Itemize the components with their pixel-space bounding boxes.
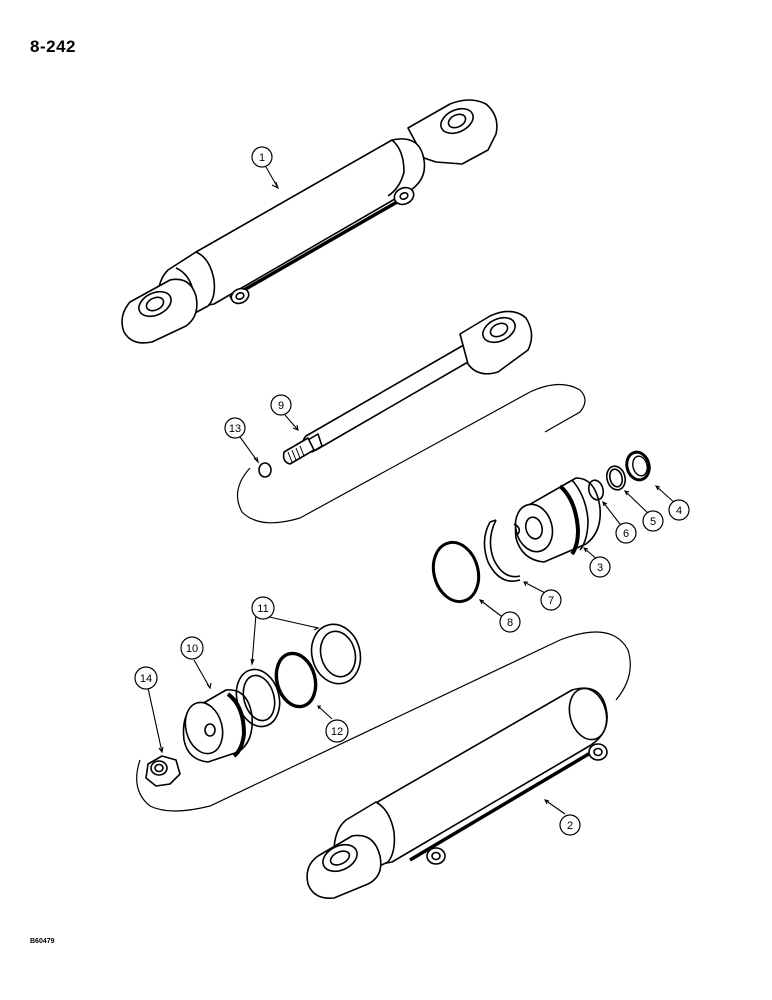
lock-nut-part-14 [145, 755, 181, 787]
svg-text:3: 3 [597, 562, 603, 574]
svg-text:2: 2 [567, 820, 573, 832]
wiper-seal-part-4 [625, 450, 651, 482]
callout-12: 12 [325, 719, 349, 743]
svg-text:8: 8 [507, 617, 513, 629]
page-number: 8-242 [30, 37, 76, 56]
piston-rod-part-9 [282, 310, 533, 465]
svg-text:6: 6 [623, 528, 629, 540]
o-ring-part-12 [274, 651, 318, 709]
svg-text:1: 1 [259, 152, 265, 164]
rod-group-outline [236, 383, 586, 524]
drawing-reference-code: B60479 [30, 938, 55, 945]
callout-5: 5 [642, 510, 664, 532]
o-ring-part-8 [431, 540, 481, 604]
o-ring-part-13 [258, 462, 272, 478]
callout-13: 13 [224, 417, 246, 439]
svg-text:4: 4 [676, 505, 682, 517]
piston-part-10 [182, 689, 254, 763]
svg-text:9: 9 [278, 400, 284, 412]
callout-11: 11 [251, 596, 275, 620]
callout-10: 10 [180, 636, 204, 660]
seal-ring-part-11-b [310, 623, 362, 685]
callout-9: 9 [270, 394, 292, 416]
svg-text:7: 7 [548, 595, 554, 607]
svg-text:11: 11 [257, 603, 268, 615]
svg-text:13: 13 [229, 423, 241, 435]
callout-6: 6 [615, 522, 637, 544]
wear-ring-part-5 [605, 465, 627, 491]
callout-1: 1 [251, 146, 273, 168]
callout-8: 8 [499, 611, 521, 633]
callout-3: 3 [589, 556, 611, 578]
retaining-ring-part-7 [483, 519, 521, 582]
callout-7: 7 [540, 589, 562, 611]
svg-text:14: 14 [140, 673, 152, 685]
callout-2: 2 [559, 814, 581, 836]
svg-text:12: 12 [331, 726, 343, 738]
svg-text:10: 10 [186, 643, 198, 655]
callout-4: 4 [668, 499, 690, 521]
svg-text:5: 5 [650, 516, 656, 528]
seal-ring-part-11-a [235, 668, 281, 728]
seal-part-6 [587, 479, 605, 501]
cylinder-barrel-part-2 [306, 687, 608, 900]
cylinder-assembly-part-1 [121, 99, 498, 344]
gland-part-3 [514, 477, 602, 563]
callout-14: 14 [134, 666, 158, 690]
piston-group-outline [136, 631, 631, 812]
